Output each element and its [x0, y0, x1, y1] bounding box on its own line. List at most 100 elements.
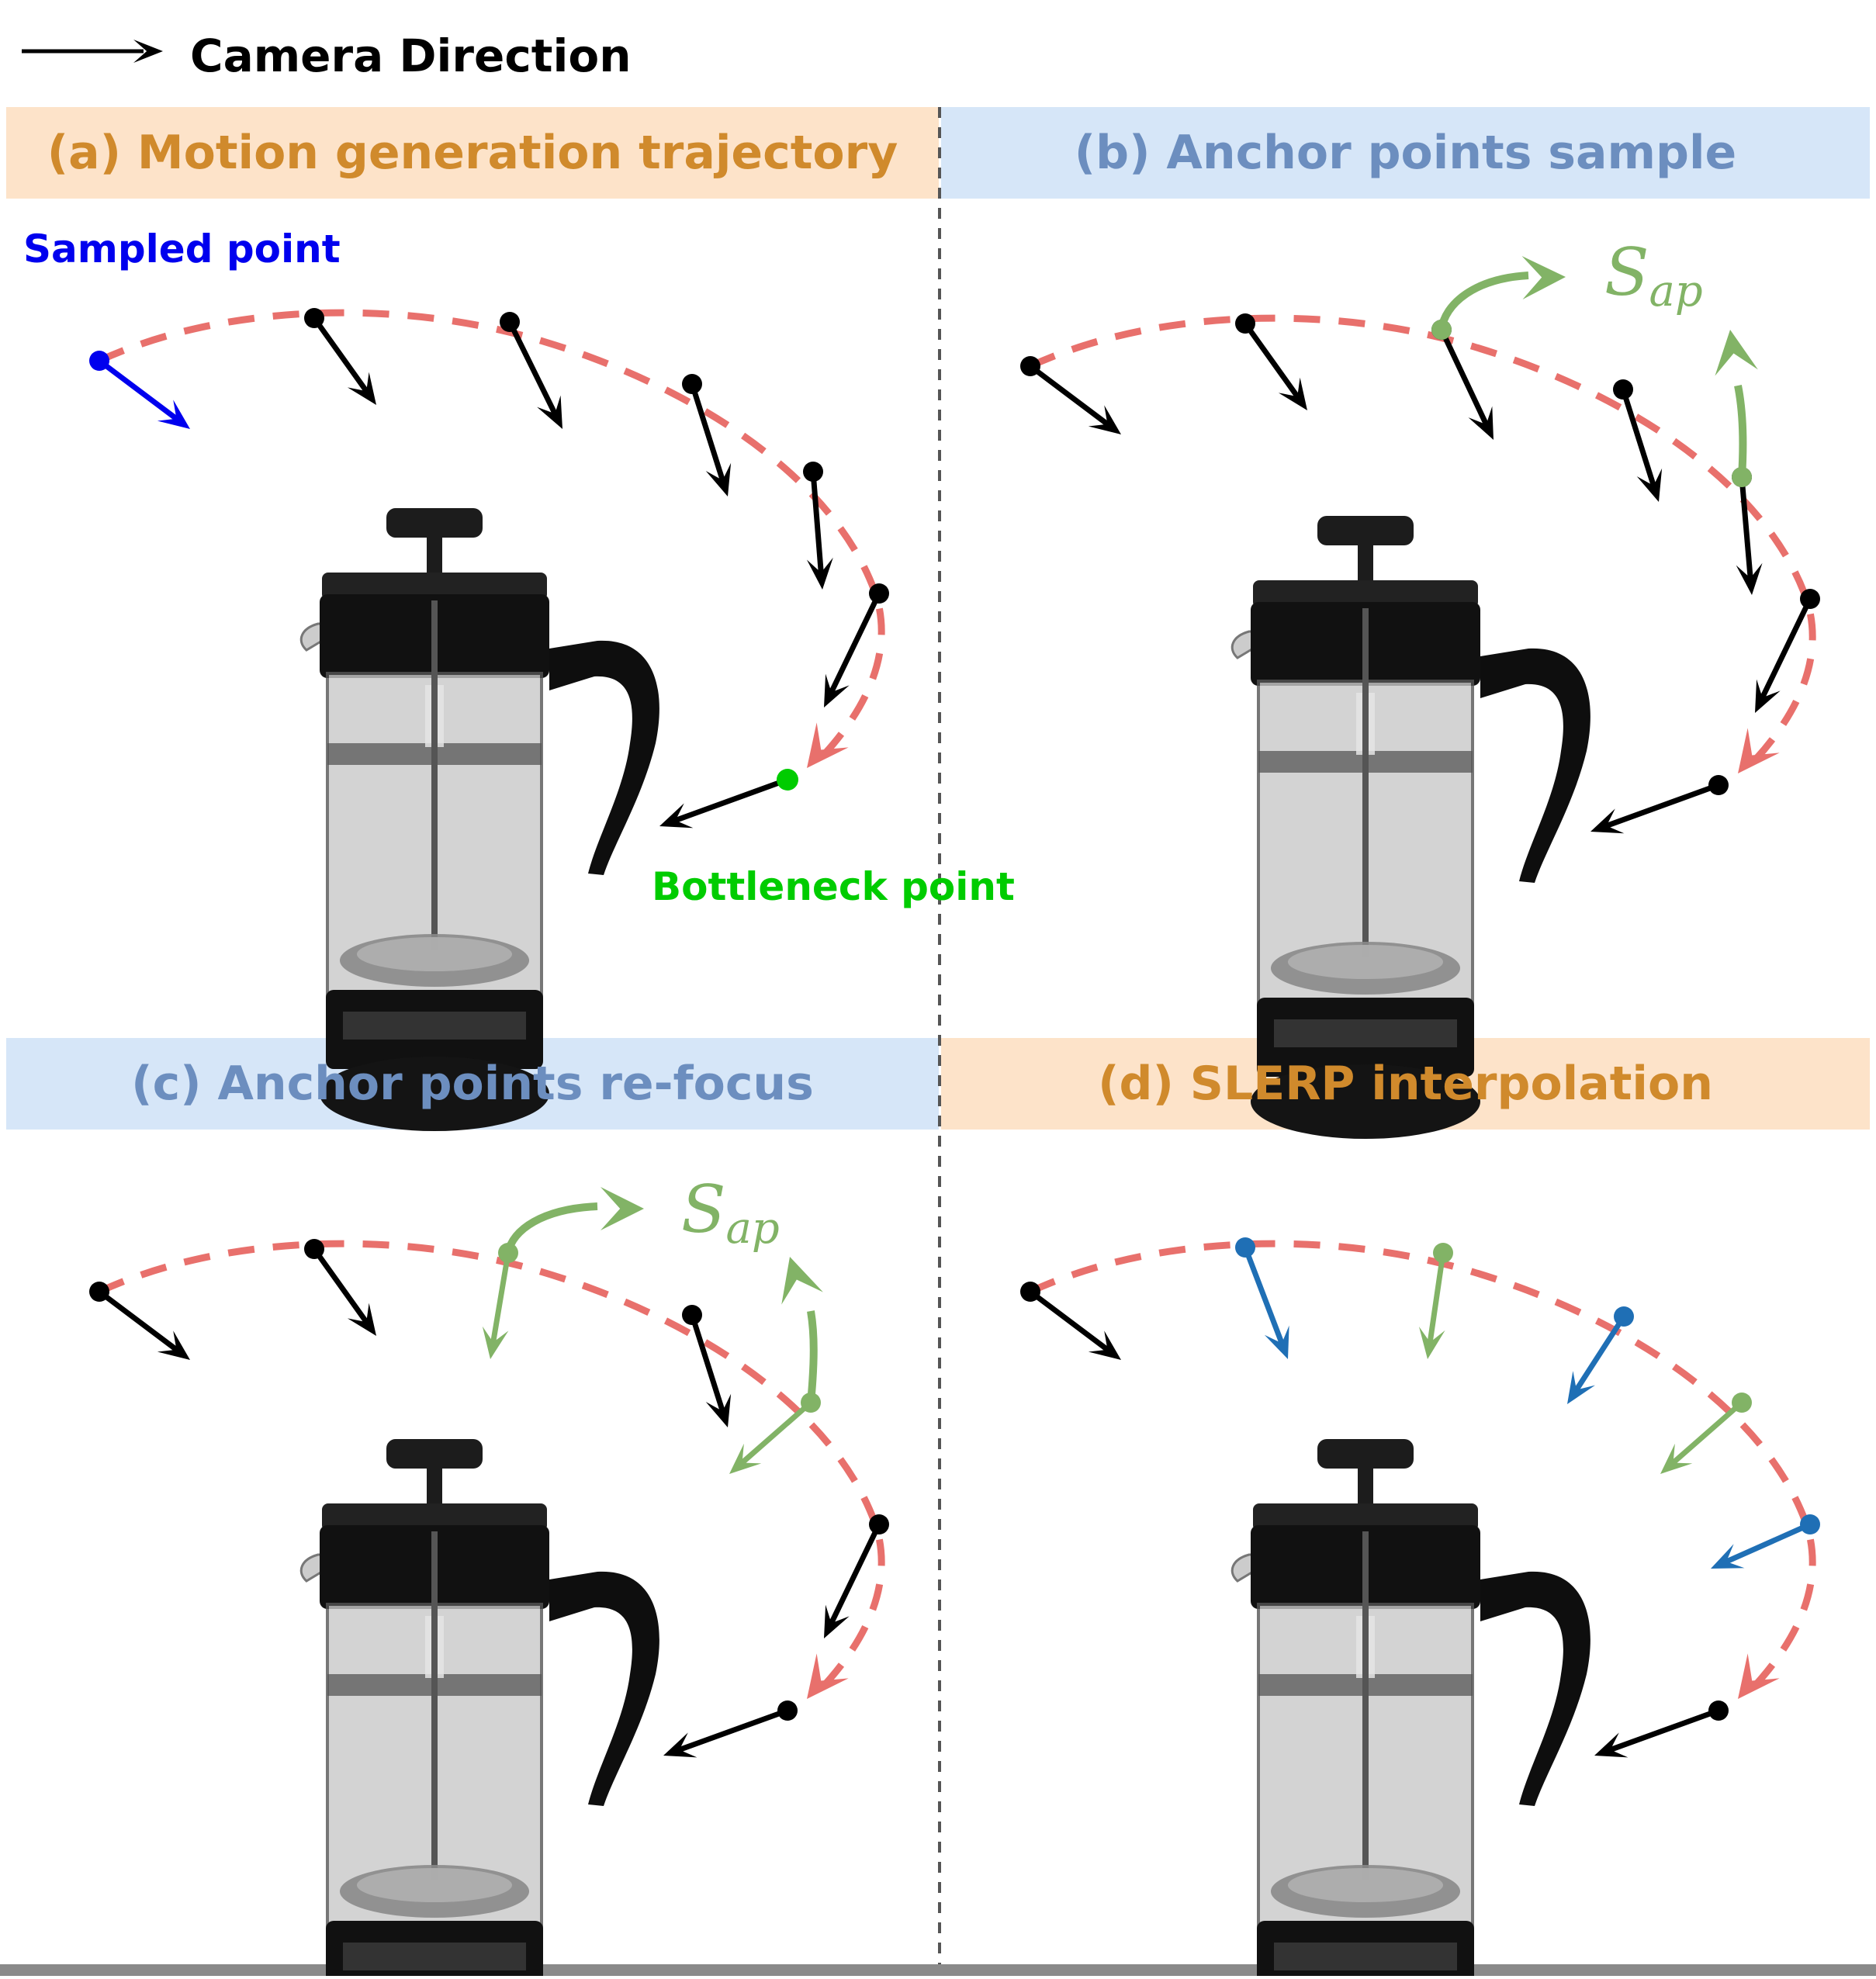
camera-arrow-d7-head-icon	[1594, 1732, 1629, 1758]
camera-arrow-a3-head-icon	[537, 395, 562, 429]
camera-arrow-c1	[97, 1289, 180, 1353]
sap-label-c: Sap	[681, 1171, 780, 1254]
camera-arrow-b7	[1604, 782, 1720, 829]
camera-arrow-c3-dot	[682, 1305, 702, 1325]
sap-base-c: S	[681, 1171, 726, 1247]
camera-arrow-b2	[1243, 321, 1301, 400]
camera-arrow-a2-head-icon	[347, 372, 376, 405]
slerp-arrow-d2-dot	[1614, 1306, 1634, 1327]
camera-arrow-a4-head-icon	[705, 462, 732, 496]
camera-arrow-c4-dot	[869, 1514, 889, 1534]
sap-arc-b1-head-icon	[1521, 255, 1566, 299]
panel-b-title-bar	[941, 107, 1870, 199]
camera-arrow-b1-head-icon	[1088, 405, 1121, 434]
camera-arrow-c2	[312, 1247, 370, 1325]
anchor-arrow-d1	[1427, 1252, 1446, 1344]
slerp-arrow-d3-head-icon	[1711, 1544, 1745, 1569]
anchor-arrow-d2-head-icon	[1660, 1443, 1693, 1474]
anchor-arrow-d1-dot	[1433, 1243, 1453, 1263]
slerp-arrow-d2	[1573, 1315, 1626, 1393]
camera-arrow-c4-head-icon	[824, 1604, 850, 1638]
slerp-arrow-d3	[1723, 1521, 1812, 1566]
camera-arrow-b4-head-icon	[1755, 679, 1781, 713]
camera-arrow-d1-dot	[1020, 1282, 1040, 1302]
camera-arrow-b3	[1620, 388, 1657, 488]
camera-arrow-a5-head-icon	[806, 557, 833, 590]
refocus-arrow-c1	[490, 1252, 511, 1344]
sap-arc-c1-head-icon	[601, 1187, 644, 1230]
camera-arrow-c2-dot	[304, 1239, 324, 1259]
bottleneck-point-text: Bottleneck point	[652, 864, 1015, 909]
camera-arrow-c7-head-icon	[663, 1732, 697, 1758]
bottleneck-point-dot	[777, 769, 798, 791]
camera-arrow-b4-dot	[1800, 589, 1820, 609]
sap-sub-b: ap	[1649, 266, 1703, 317]
legend-label: Camera Direction	[190, 29, 632, 82]
camera-arrow-b1-dot	[1020, 356, 1040, 376]
sap-sub-c: ap	[725, 1203, 780, 1254]
camera-arrow-b4	[1759, 597, 1813, 701]
camera-arrow-c2-head-icon	[347, 1303, 376, 1336]
camera-arrow-a2-dot	[304, 308, 324, 328]
press-pot-image-c	[299, 1438, 661, 1979]
slerp-arrow-d1	[1242, 1246, 1286, 1346]
camera-arrow-a6-dot	[869, 583, 889, 604]
trajectory-path-a	[98, 309, 885, 759]
camera-arrow-b-anchor1-head-icon	[1468, 406, 1494, 440]
camera-arrow-d7-dot	[1708, 1700, 1729, 1721]
camera-arrow-b-anchor1	[1438, 328, 1490, 427]
camera-arrow-a6-head-icon	[824, 673, 850, 708]
panel-d-title: (d) SLERP interpolation	[1098, 1057, 1713, 1111]
camera-arrow-b2-dot	[1235, 313, 1255, 334]
camera-arrow-d1-head-icon	[1088, 1330, 1121, 1360]
camera-arrow-d1	[1028, 1289, 1111, 1353]
anchor-arrow-d2	[1670, 1400, 1744, 1466]
camera-arrow-a1	[97, 358, 180, 422]
camera-arrow-a5	[810, 471, 824, 575]
anchor-arrow-d2-dot	[1732, 1393, 1752, 1413]
sap-arc-c2-head-icon	[781, 1257, 823, 1305]
camera-arrow-b1	[1028, 364, 1111, 427]
camera-arrow-c4	[828, 1523, 882, 1626]
slerp-arrow-d1-dot	[1235, 1237, 1255, 1258]
camera-arrow-a1-head-icon	[157, 400, 190, 429]
sap-base-b: S	[1604, 234, 1649, 310]
refocus-arrow-c1-head-icon	[482, 1326, 509, 1359]
slerp-arrow-d3-dot	[1800, 1514, 1820, 1534]
sap-label-b: Sap	[1604, 234, 1703, 317]
legend-arrowhead-icon	[133, 40, 163, 63]
camera-arrow-a3	[507, 320, 559, 417]
camera-arrow-a2	[312, 316, 370, 394]
camera-arrow-c1-head-icon	[157, 1330, 190, 1360]
press-pot-image-d	[1230, 1438, 1592, 1979]
slerp-arrow-d2-head-icon	[1567, 1371, 1595, 1404]
camera-arrow-b7-head-icon	[1590, 808, 1625, 834]
panel-b-title: (b) Anchor points sample	[1074, 126, 1737, 180]
camera-arrow-b7-dot	[1708, 775, 1729, 795]
camera-arrow-b2-head-icon	[1278, 377, 1307, 410]
bottleneck-point-label: Bottleneck point	[652, 863, 1015, 911]
sap-arc-b1	[1438, 272, 1529, 330]
camera-arrow-a5-dot	[803, 462, 823, 482]
camera-arrow-c3-head-icon	[705, 1393, 732, 1427]
bottom-rule	[0, 1964, 1876, 1976]
trajectory-end-arrow-icon-b	[1738, 728, 1780, 773]
panel-c-title: (c) Anchor points re-focus	[131, 1057, 814, 1111]
sampled-point-text: Sampled point	[23, 227, 341, 272]
trajectory-end-arrow-icon-a	[807, 722, 849, 768]
camera-arrow-a1-dot	[89, 351, 109, 371]
panel-a-title: (a) Motion generation trajectory	[47, 126, 898, 180]
sap-arc-b2	[1734, 385, 1747, 478]
camera-arrow-a3-dot	[500, 312, 520, 332]
panel-a-title-bar	[6, 107, 939, 199]
camera-arrow-b-anchor2	[1739, 476, 1753, 580]
camera-arrow-a4-dot	[682, 374, 702, 394]
anchor-arrow-d1-head-icon	[1418, 1326, 1445, 1359]
sap-arc-c2	[807, 1310, 818, 1403]
camera-arrow-a7-head-icon	[659, 803, 694, 829]
sap-arc-c1	[504, 1202, 598, 1254]
camera-arrow-a6	[828, 592, 882, 695]
camera-arrow-c7	[677, 1707, 789, 1753]
refocus-arrow-c2-head-icon	[729, 1443, 762, 1474]
